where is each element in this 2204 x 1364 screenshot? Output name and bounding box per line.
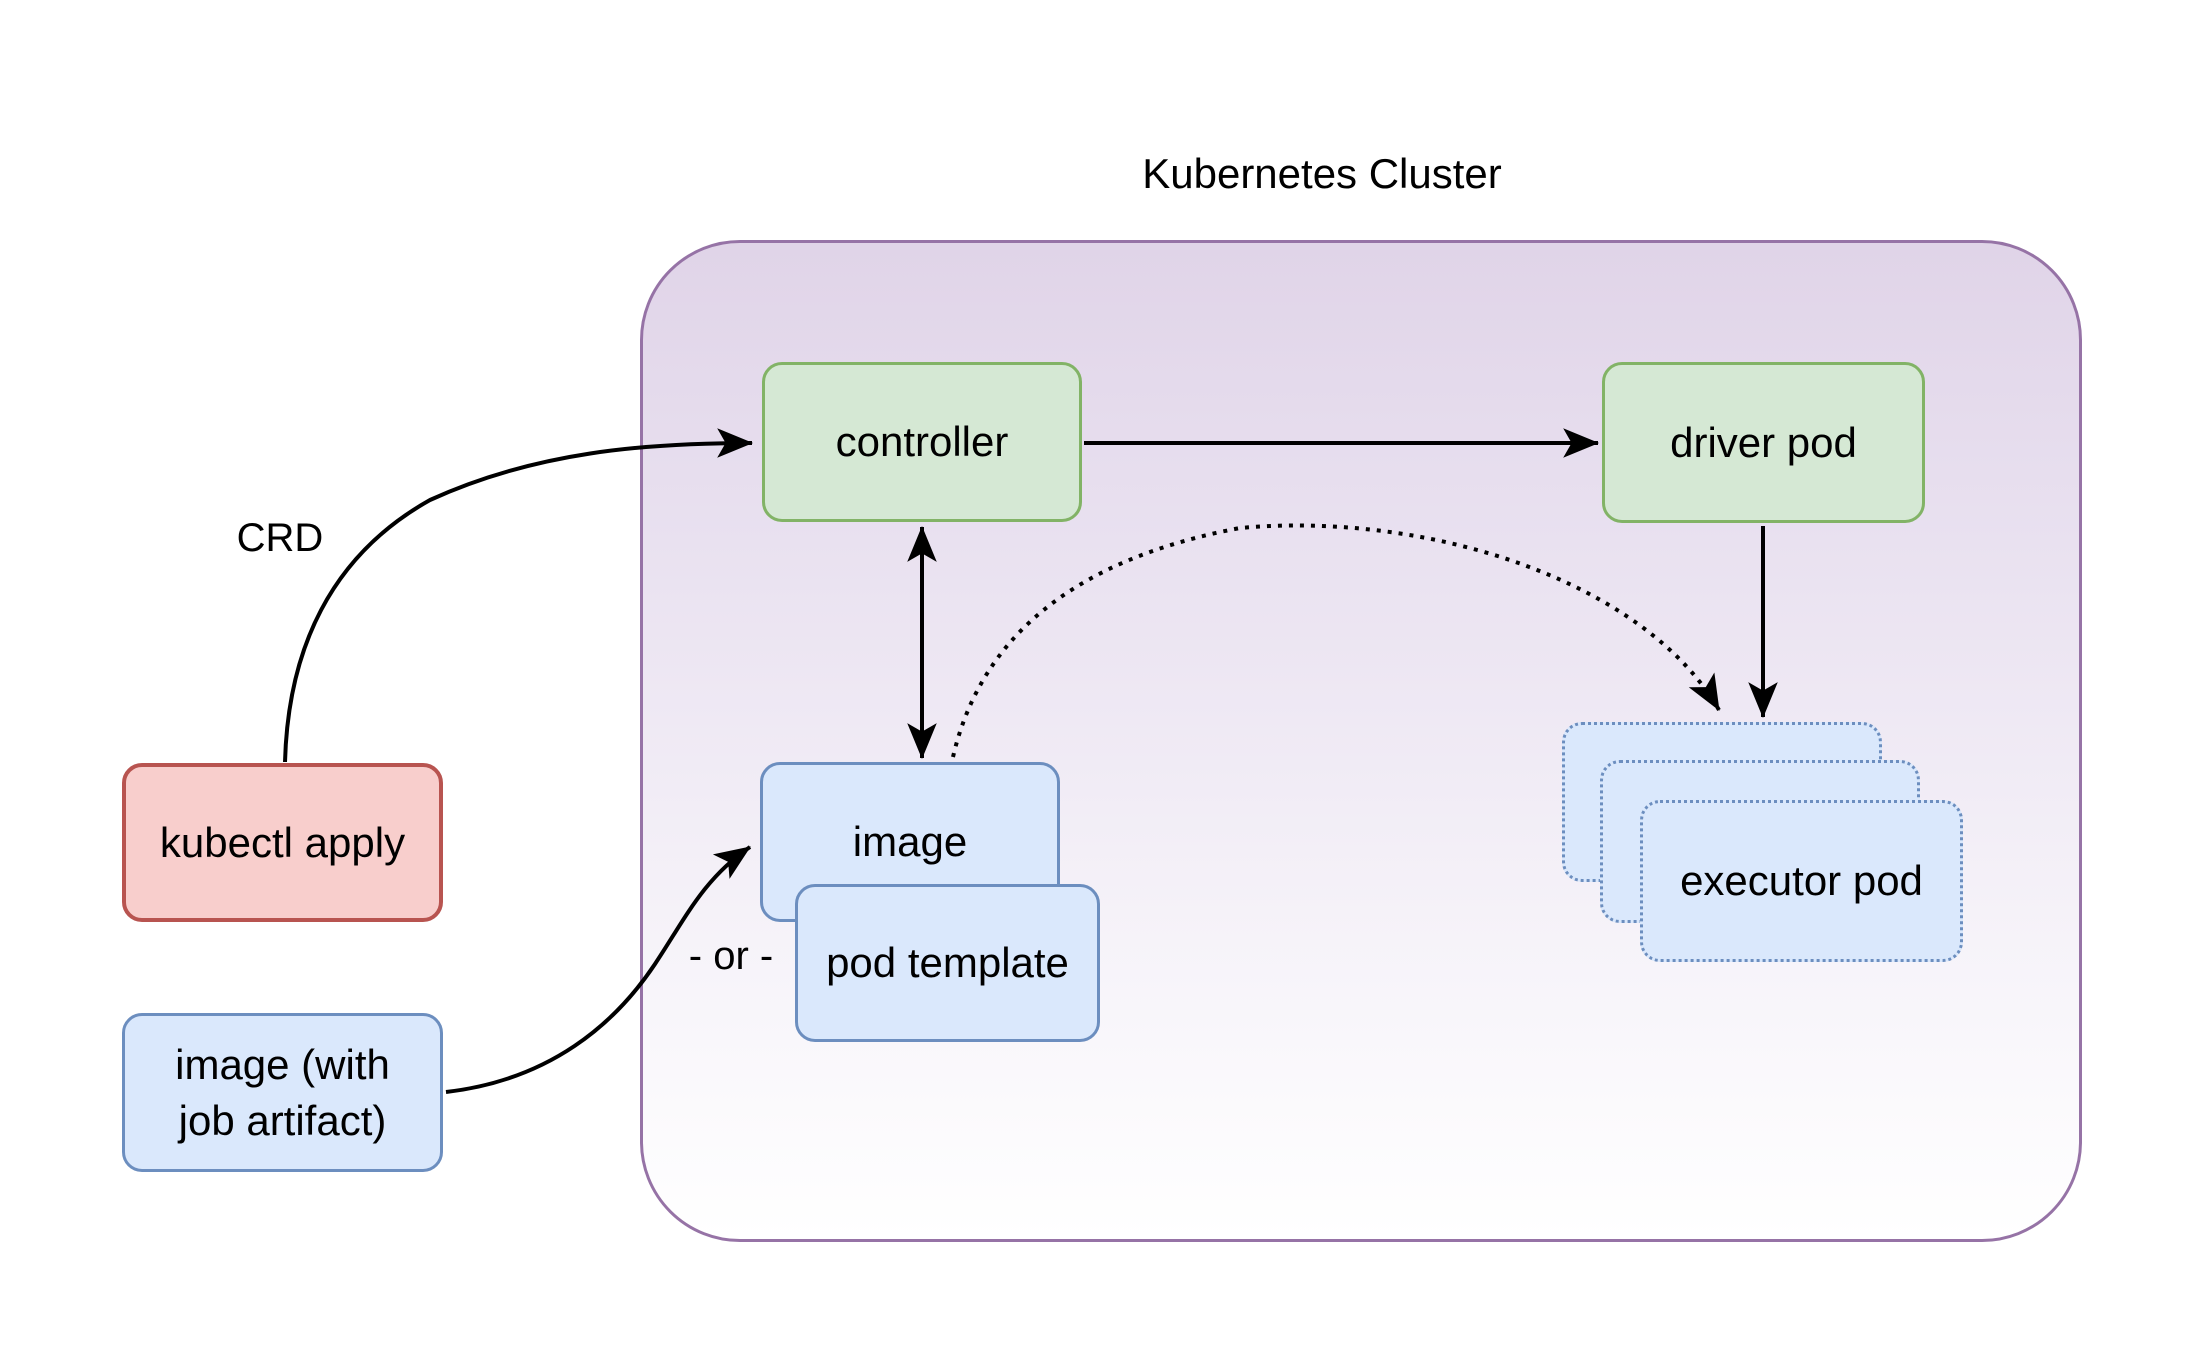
crd-edge-label: CRD <box>236 516 324 560</box>
node-pod-template: pod template <box>795 884 1100 1042</box>
node-controller: controller <box>762 362 1082 522</box>
cluster-title: Kubernetes Cluster <box>1142 150 1502 197</box>
node-image-with-job-artifact: image (with job artifact) <box>122 1013 443 1172</box>
node-driver-pod: driver pod <box>1602 362 1925 523</box>
node-executor-pod-front: executor pod <box>1640 800 1963 962</box>
or-label: - or - <box>688 934 774 978</box>
node-kubectl-apply: kubectl apply <box>122 763 443 922</box>
